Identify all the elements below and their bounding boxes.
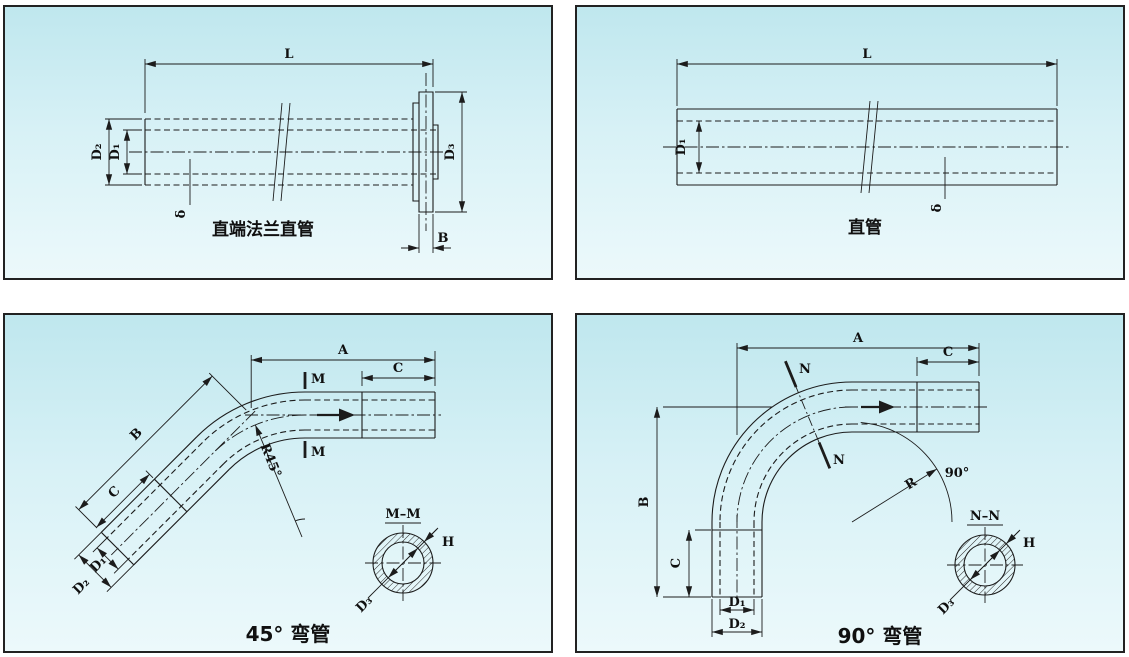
dim-C2-label: C	[106, 484, 124, 502]
dim-D2-label: D₂	[70, 575, 93, 598]
section-view: N–N H D₃	[935, 509, 1035, 618]
dim-C2-label: C	[669, 558, 684, 568]
section-mark-M-bottom: M	[311, 445, 325, 460]
pipe-body	[711, 381, 987, 605]
dim-R-label: R45°	[257, 441, 284, 479]
dim-D3-label: D₃	[353, 593, 376, 616]
dim-D3-label: D₃	[443, 143, 458, 160]
section-mark-N-mid: N	[833, 453, 845, 468]
dim-C-label: C	[393, 361, 403, 376]
flow-arrow	[317, 408, 355, 422]
section-mark-M-top: M	[311, 372, 325, 387]
panel-straight-pipe: L D₁ δ 直管	[575, 5, 1125, 280]
flanged-pipe-drawing: L D₂ D₁ δ D₃ B 直端法兰直管	[90, 47, 467, 253]
panel-45-bend: M M R45°	[3, 313, 553, 653]
straight-pipe-drawing: L D₁ δ 直管	[663, 47, 1071, 238]
panel-title: 90° 弯管	[838, 624, 923, 648]
dim-delta-label: δ	[930, 203, 945, 212]
panel-90-bend: N N R 90°	[575, 313, 1125, 653]
dim-D1-label: D₁	[108, 144, 123, 161]
dim-D2-label: D₂	[729, 617, 746, 632]
dim-H-label: H	[442, 535, 454, 550]
dimensions: L D₂ D₁ δ D₃ B	[90, 47, 467, 253]
dim-B-label: B	[438, 231, 449, 246]
section-mark-N-top: N	[799, 362, 811, 377]
dimensions: L D₁ δ	[674, 47, 1058, 212]
dim-L-label: L	[284, 47, 293, 62]
break-marks	[860, 100, 879, 194]
section-cut-marks: M M	[303, 372, 325, 460]
section-view: M–M H D₃	[353, 507, 454, 616]
pipe-body	[663, 100, 1071, 194]
dimensions: A C B C D₁ D₂	[637, 331, 980, 637]
pipe-body	[129, 102, 447, 202]
dim-delta-label: δ	[174, 209, 189, 218]
dim-H-label: H	[1023, 536, 1035, 551]
dim-B-label: B	[637, 497, 652, 508]
radius-annotation: R45°	[254, 424, 306, 538]
flow-arrow	[861, 400, 895, 414]
dim-D2-label: D₂	[90, 144, 105, 161]
dim-R-label: R	[903, 475, 920, 494]
section-cut-marks: N N	[784, 360, 845, 469]
panel-title: 直管	[848, 217, 882, 238]
dim-B-label: B	[127, 425, 145, 443]
dim-D1-label: D₁	[729, 595, 746, 610]
dim-L-label: L	[862, 47, 871, 62]
flange	[412, 73, 439, 231]
section-title: N–N	[970, 509, 1000, 524]
dim-angle-label: 90°	[945, 466, 970, 481]
bend90-drawing: N N R 90°	[637, 331, 1035, 648]
section-title: M–M	[385, 507, 420, 522]
dim-D1-label: D₁	[674, 139, 689, 156]
radius-annotation: R 90°	[851, 421, 970, 523]
dim-A-label: A	[337, 343, 349, 358]
panel-flanged-straight-pipe: L D₂ D₁ δ D₃ B 直端法兰直管	[3, 5, 553, 280]
break-marks	[272, 102, 291, 202]
panel-title: 直端法兰直管	[212, 219, 314, 240]
panel-title: 45° 弯管	[246, 622, 331, 646]
bend45-drawing: M M R45°	[70, 343, 454, 646]
dim-C-label: C	[943, 345, 953, 360]
dim-A-label: A	[852, 331, 864, 346]
dim-D3-label: D₃	[935, 595, 958, 618]
